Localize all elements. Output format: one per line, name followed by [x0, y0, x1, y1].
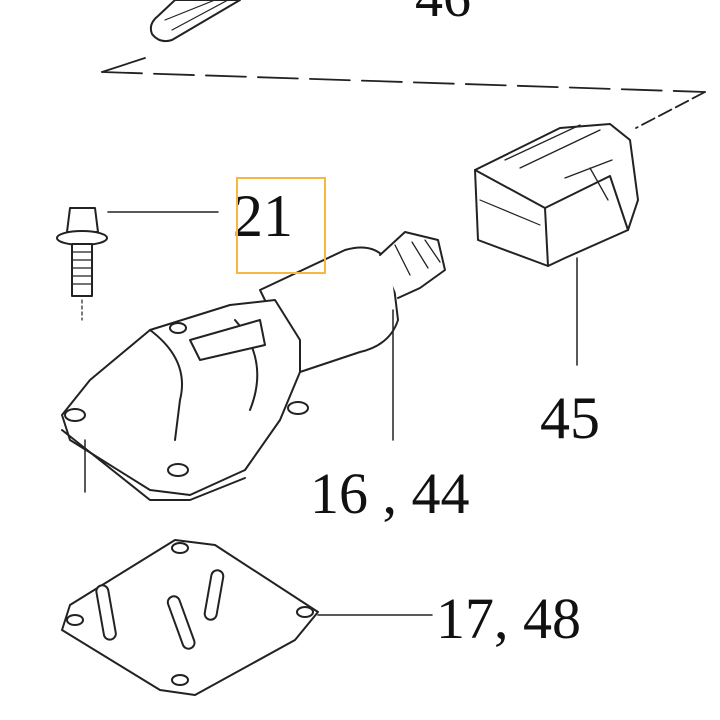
callout-16-44: 16 , 44	[310, 461, 470, 526]
group-dashed-line	[101, 57, 706, 129]
callout-46: 46	[415, 0, 471, 26]
leader-lines	[107, 211, 578, 616]
highlight-box	[236, 177, 326, 274]
callout-21: 21	[233, 183, 293, 249]
valve-16-44	[61, 231, 446, 501]
gasket-17-48	[61, 539, 319, 696]
callout-17-48: 17, 48	[436, 586, 581, 651]
callout-45: 45	[540, 385, 600, 451]
connector-45	[474, 123, 639, 267]
top-partial-part	[149, 0, 241, 43]
bolt-21	[56, 207, 108, 321]
